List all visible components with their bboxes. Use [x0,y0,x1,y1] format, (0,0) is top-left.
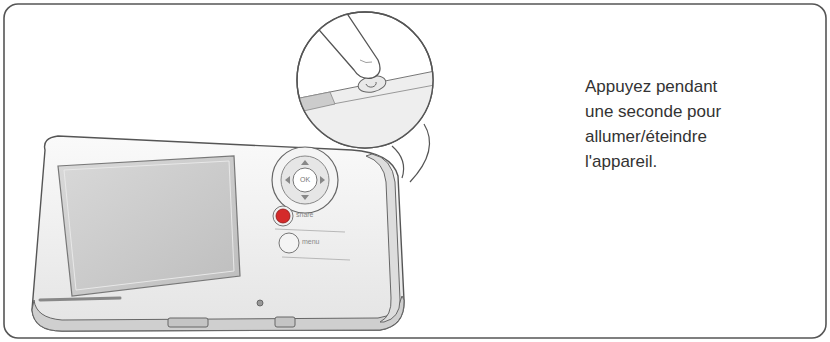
button-label: OK [300,176,310,184]
button-label: share [296,211,314,219]
zoom-detail [290,0,440,160]
instruction-text: Appuyez pendant une seconde pour allumer… [585,74,735,174]
camera-device [32,136,404,331]
frame [4,4,826,338]
button-label: menu [302,238,320,246]
